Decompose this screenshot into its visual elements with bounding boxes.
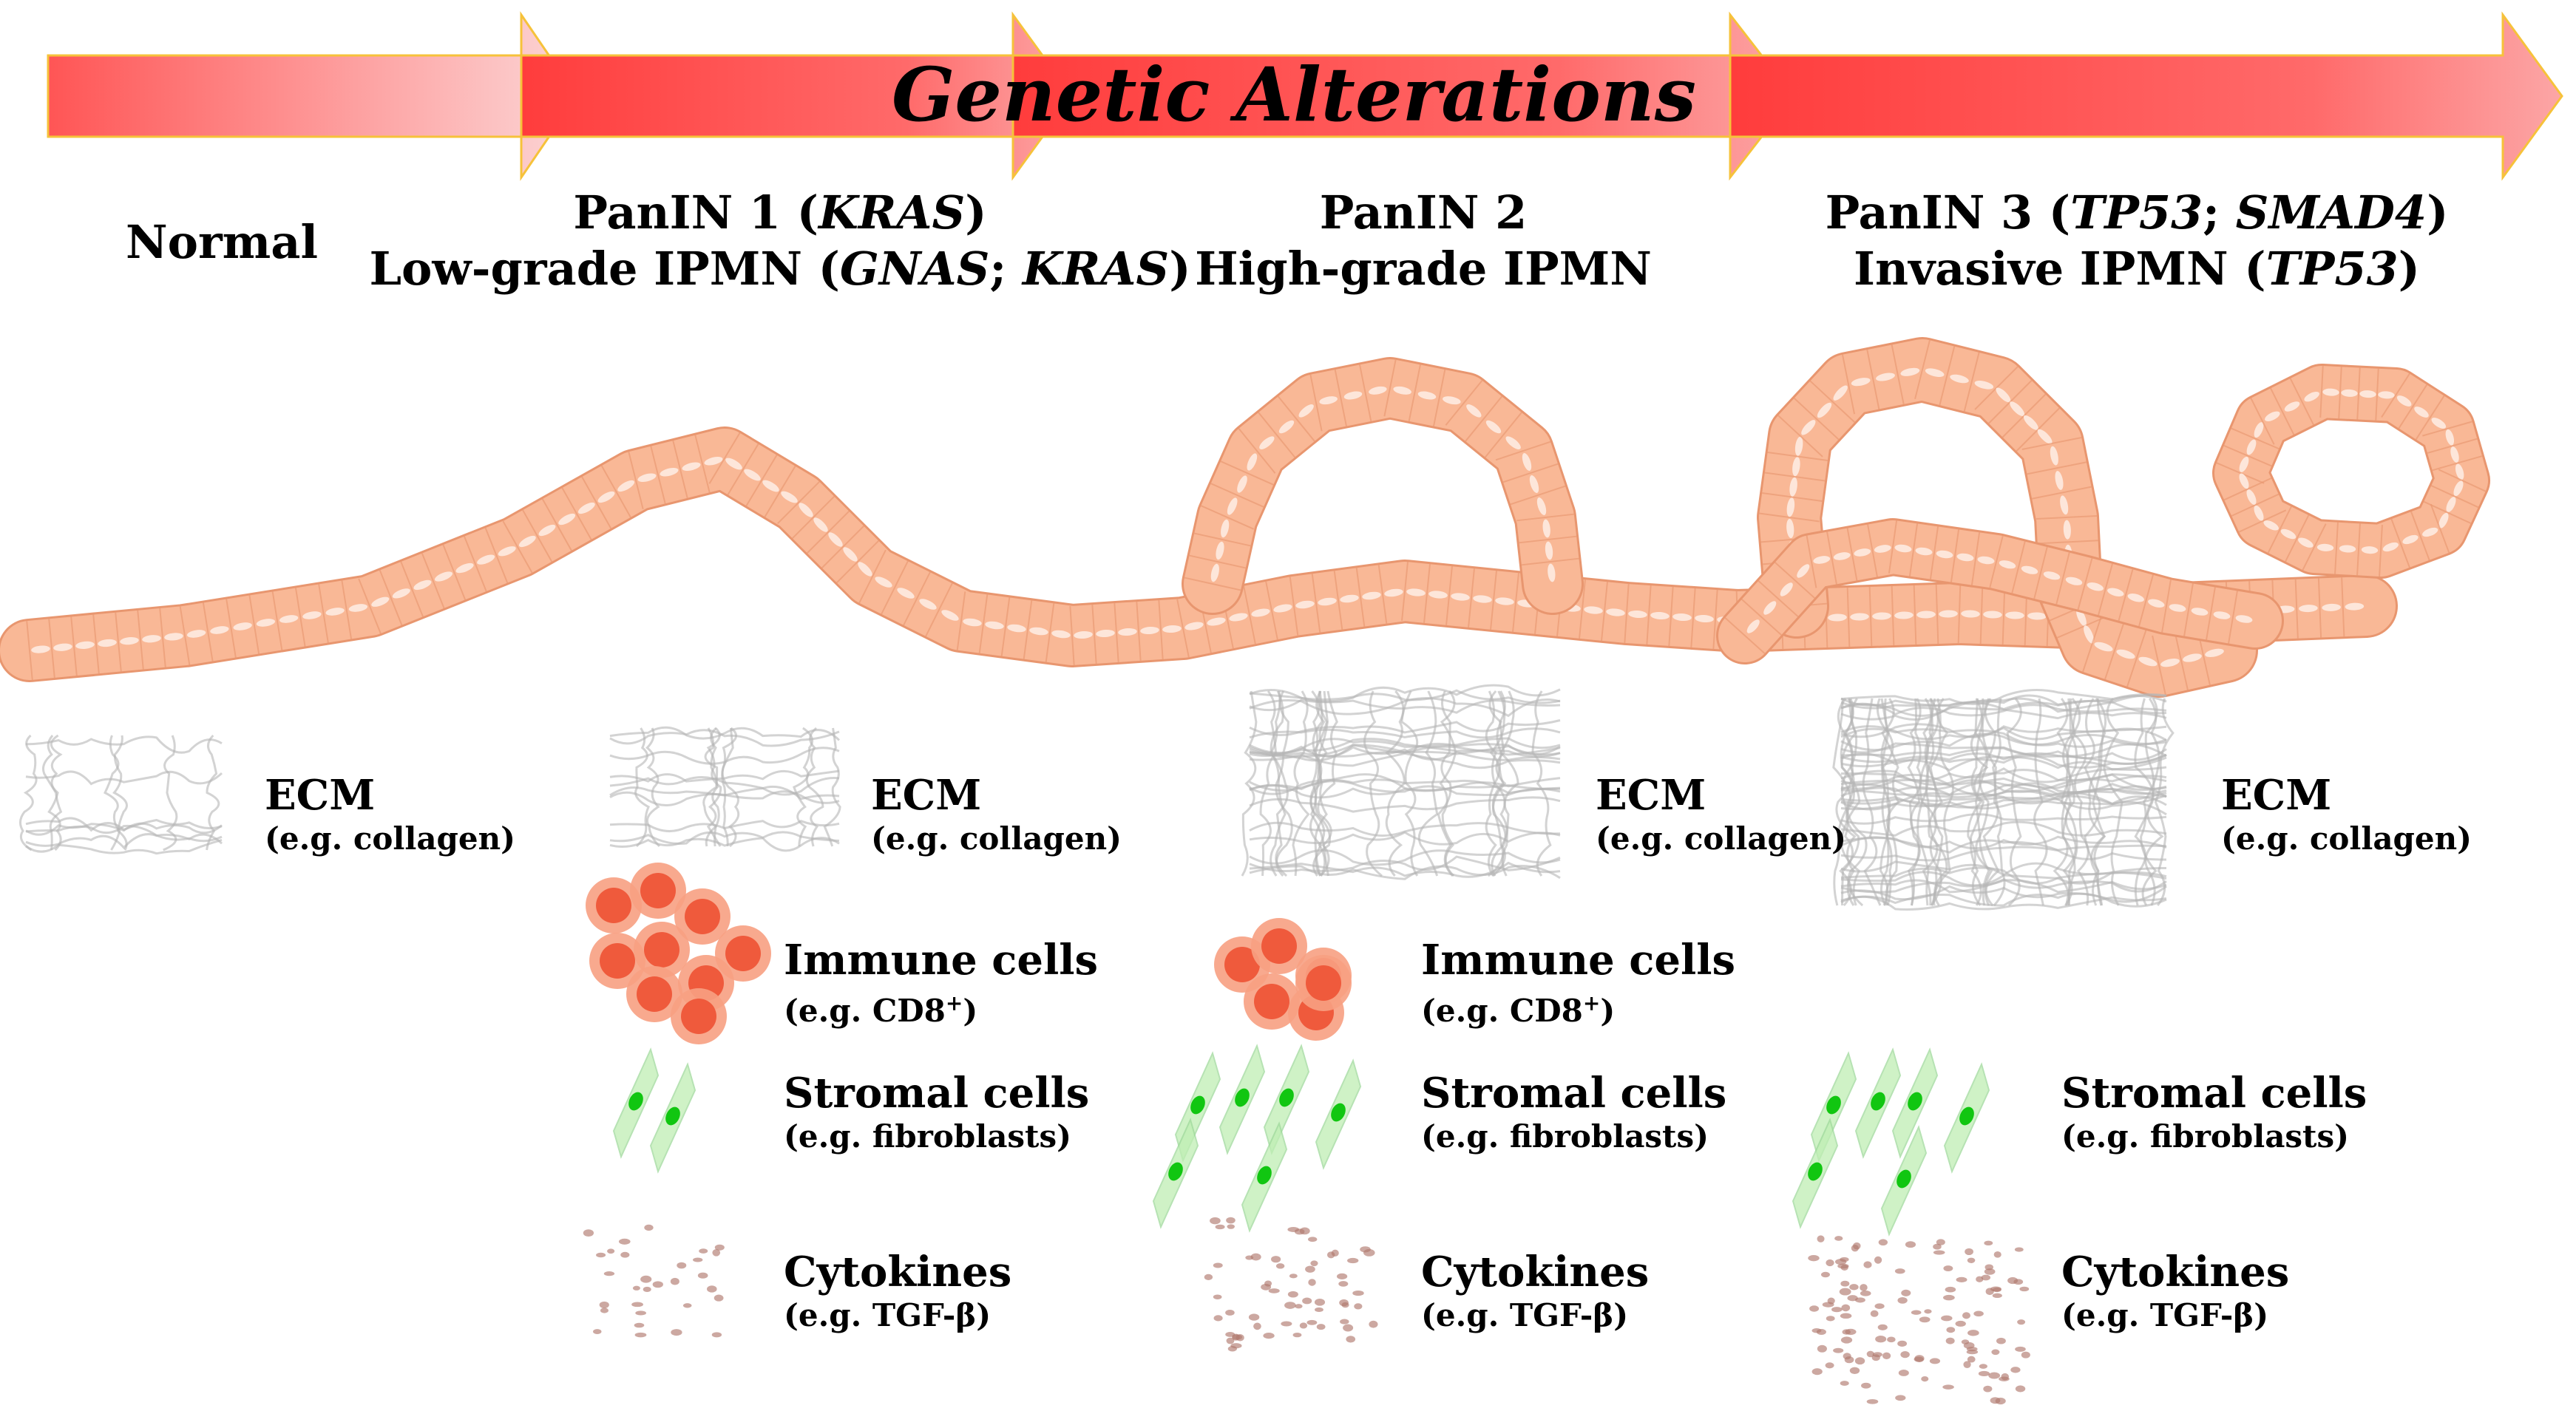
cytokine-cloud: [1808, 1235, 2030, 1405]
immune-cluster: [1214, 918, 1352, 1041]
banner-title: Genetic Alterations: [892, 51, 1696, 138]
ecm-label: ECM: [1596, 771, 1706, 820]
epithelium-segment: [1182, 357, 1584, 615]
immune-example: (e.g. CD8+): [784, 991, 978, 1029]
immune-label-stage1: Immune cells (e.g. CD8+): [784, 937, 1098, 1032]
fibroblast: [1810, 1051, 1857, 1163]
ecm-label-stage3: ECM (e.g. collagen): [2221, 772, 2472, 860]
immune-label: Immune cells: [784, 936, 1099, 985]
immune-cluster: [586, 863, 771, 1044]
stromal-example: (e.g. fibroblasts): [784, 1118, 1071, 1155]
immune-label: Immune cells: [1421, 936, 1736, 985]
fibroblast: [1880, 1125, 1928, 1237]
stage-title-line: PanIN 2: [1319, 186, 1528, 239]
ecm-label: ECM: [265, 771, 376, 820]
immune-label-stage2: Immune cells (e.g. CD8+): [1421, 937, 1735, 1032]
ecm-label: ECM: [871, 771, 982, 820]
fibroblast: [1241, 1121, 1288, 1233]
ecm-example: (e.g. collagen): [871, 820, 1122, 857]
stromal-label: Stromal cells: [784, 1069, 1090, 1118]
stromal-example: (e.g. fibroblasts): [2061, 1118, 2349, 1155]
ecm-mesh: [1241, 684, 1561, 880]
fibroblast: [1792, 1118, 1839, 1229]
fibroblast: [1943, 1062, 1990, 1174]
fibroblast: [1315, 1058, 1362, 1170]
cytokine-label-stage1: Cytokines (e.g. TGF-β): [784, 1249, 1011, 1336]
cytokine-example: (e.g. TGF-β): [2061, 1297, 2269, 1333]
cytokine-cloud: [1204, 1217, 1378, 1352]
banner-arrow-4: [1729, 11, 2563, 181]
epithelium-segment: [1757, 337, 2258, 698]
ecm-example: (e.g. collagen): [2221, 820, 2472, 857]
fibroblast: [1854, 1047, 1902, 1159]
stage-title-line: Low-grade IPMN (GNAS; KRAS): [369, 242, 1191, 296]
stage-title-normal: Normal: [111, 214, 333, 271]
epithelium-layer: [0, 337, 2490, 698]
cytokine-cloud: [583, 1224, 725, 1338]
immune-clusters: [586, 863, 1352, 1044]
stromal-example: (e.g. fibroblasts): [1421, 1118, 1709, 1155]
epithelium-segment: [2212, 364, 2490, 579]
stage-title-panin3: PanIN 3 (TP53; SMAD4)Invasive IPMN (TP53…: [1804, 185, 2470, 297]
stromal-label: Stromal cells: [1421, 1069, 1727, 1118]
ecm-label: ECM: [2221, 771, 2332, 820]
cytokine-label: Cytokines: [784, 1248, 1012, 1296]
cytokine-label: Cytokines: [1421, 1248, 1650, 1296]
fibroblast: [1218, 1044, 1266, 1155]
epithelium-segment: [0, 426, 2398, 682]
genetic-alterations-banner: [47, 11, 2563, 181]
banner-arrow-1: [47, 11, 578, 181]
stromal-label-stage1: Stromal cells (e.g. fibroblasts): [784, 1070, 1089, 1157]
stromal-label-stage3: Stromal cells (e.g. fibroblasts): [2061, 1070, 2367, 1157]
fibroblast: [1263, 1044, 1310, 1155]
ecm-label-stage2: ECM (e.g. collagen): [1596, 772, 1846, 860]
stage-title-line: Invasive IPMN (TP53): [1853, 242, 2421, 296]
epithelium-segment: [1716, 518, 2284, 664]
stage-title-line: Normal: [125, 215, 319, 269]
ecm-label-normal: ECM (e.g. collagen): [265, 772, 515, 860]
ecm-meshes: [19, 684, 2175, 911]
ecm-example: (e.g. collagen): [265, 820, 516, 857]
stromal-groups: [612, 1044, 1990, 1237]
cytokine-example: (e.g. TGF-β): [1421, 1297, 1629, 1333]
cytokine-label-stage2: Cytokines (e.g. TGF-β): [1421, 1249, 1649, 1336]
ecm-mesh: [19, 734, 223, 855]
stage-title-line: PanIN 3 (TP53; SMAD4): [1825, 186, 2449, 239]
immune-example: (e.g. CD8+): [1421, 991, 1616, 1029]
fibroblast: [649, 1062, 696, 1174]
stage-title-panin1: PanIN 1 (KRAS)Low-grade IPMN (GNAS; KRAS…: [355, 185, 1205, 297]
cytokine-label: Cytokines: [2061, 1248, 2290, 1296]
stromal-label: Stromal cells: [2061, 1069, 2367, 1118]
fibroblast: [612, 1047, 660, 1159]
fibroblast: [1891, 1047, 1939, 1159]
fibroblast: [1152, 1118, 1199, 1229]
ecm-mesh: [1832, 689, 2175, 911]
ecm-example: (e.g. collagen): [1596, 820, 1847, 857]
cytokine-clouds: [583, 1217, 2030, 1405]
ecm-label-stage1: ECM (e.g. collagen): [871, 772, 1122, 860]
ecm-mesh: [609, 726, 841, 852]
stromal-label-stage2: Stromal cells (e.g. fibroblasts): [1421, 1070, 1726, 1157]
cytokine-label-stage3: Cytokines (e.g. TGF-β): [2061, 1249, 2289, 1336]
stage-title-line: High-grade IPMN: [1195, 242, 1652, 296]
cytokine-example: (e.g. TGF-β): [784, 1297, 992, 1333]
stage-title-line: PanIN 1 (KRAS): [573, 186, 987, 239]
